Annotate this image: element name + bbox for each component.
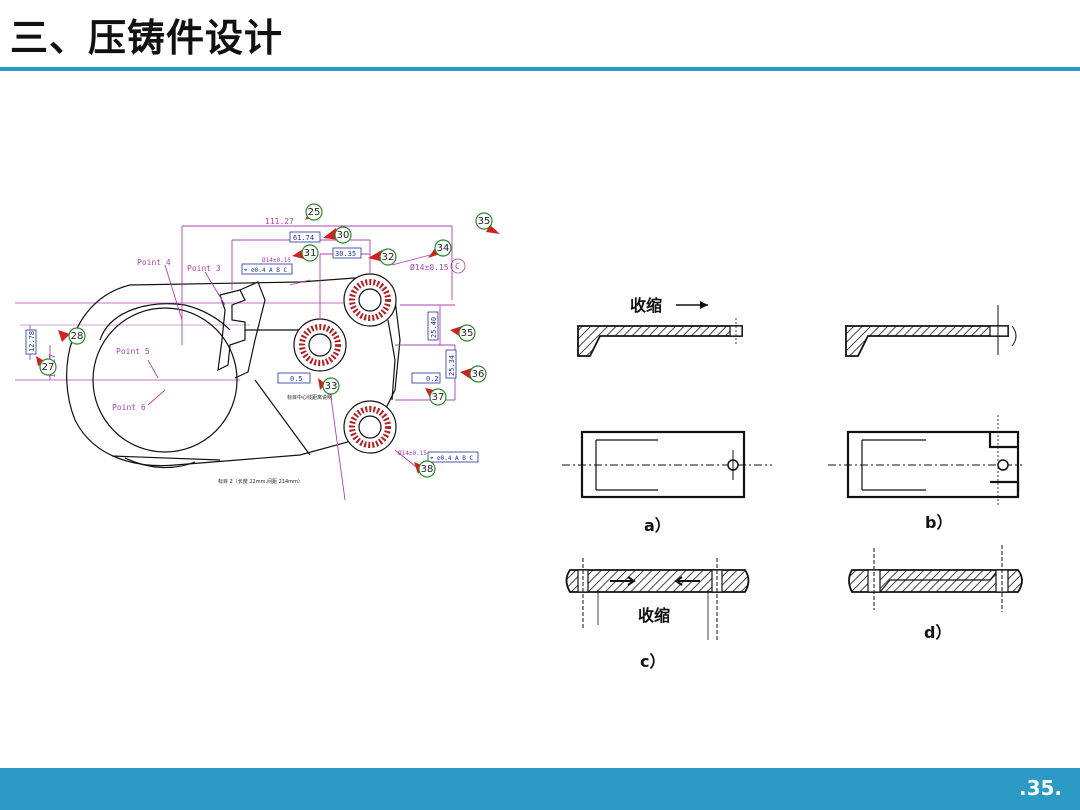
shrink-label-c: 收缩 xyxy=(638,606,670,625)
dim-text-4: Ø14±0.15 xyxy=(262,257,291,264)
marker-27: 27 xyxy=(42,362,55,373)
point-4-label: Point 4 xyxy=(137,258,171,267)
note-2: 标目 2（长度 22mm,间距 214mm） xyxy=(218,478,303,485)
shrink-label-top: 收缩 xyxy=(630,296,662,315)
label-c: c） xyxy=(640,652,666,671)
slide-title: 三、压铸件设计 xyxy=(10,16,284,60)
dim-text-8: 0.2 xyxy=(426,375,439,383)
marker-35-top: 35 xyxy=(478,216,491,227)
marker-34: 34 xyxy=(437,243,450,254)
dim-text-1: 111.27 xyxy=(265,217,294,226)
label-b: b） xyxy=(925,513,952,532)
title-rule xyxy=(0,67,1080,71)
marker-30: 30 xyxy=(337,230,350,241)
point-3-label: Point 3 xyxy=(187,264,221,273)
datum-label: C xyxy=(455,262,460,271)
dim-text-11: 25.40 xyxy=(430,317,438,338)
marker-35: 35 xyxy=(461,328,474,339)
marker-32: 32 xyxy=(382,252,395,263)
dim-text-12: 25.34 xyxy=(448,355,456,376)
dim-text-2: 61.74 xyxy=(293,234,314,242)
marker-25: 25 xyxy=(308,207,321,218)
label-a: a） xyxy=(644,516,671,535)
marker-37: 37 xyxy=(432,392,445,403)
marker-31: 31 xyxy=(304,248,317,259)
label-d: d） xyxy=(924,623,951,642)
point-5-label: Point 5 xyxy=(116,347,150,356)
marker-33: 33 xyxy=(325,381,338,392)
svg-text:⌖ ⌀0.4 A B C: ⌖ ⌀0.4 A B C xyxy=(430,455,474,462)
cad-drawing: 111.27 61.74 30.35 Ø14±0.15 ⌖ ⌀0.4 A B C… xyxy=(15,203,500,501)
dim-text-3: 30.35 xyxy=(335,250,356,258)
dim-text-6: Ø14±0.15 xyxy=(398,450,427,457)
dim-text-7: 0.5 xyxy=(290,375,303,383)
balloon-markers: 25 30 31 32 34 35 35 36 37 33 28 27 38 xyxy=(36,203,500,478)
page-number: .35. xyxy=(1018,776,1062,800)
marker-36: 36 xyxy=(472,369,485,380)
note-1: 标目中心线距离说明 xyxy=(287,394,332,401)
point-6-label: Point 6 xyxy=(112,403,146,412)
dim-text-10: 12.78 xyxy=(28,331,36,352)
dim-text-5: Ø14±0.15 xyxy=(410,262,449,272)
svg-text:⌖ ⌀0.4 A B C: ⌖ ⌀0.4 A B C xyxy=(244,267,288,274)
marker-38: 38 xyxy=(421,464,434,475)
marker-28: 28 xyxy=(71,331,84,342)
shrink-diagrams: 收缩 a） b） 收缩 c） xyxy=(562,296,1023,671)
footer-bar: .35. xyxy=(0,768,1080,810)
